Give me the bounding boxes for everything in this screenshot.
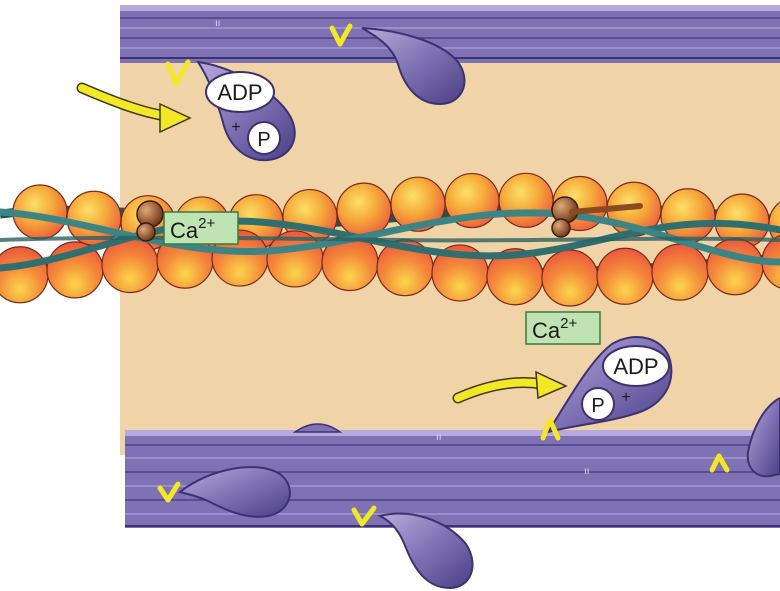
actin-bead-icon [597, 248, 653, 304]
calcium-label-left: Ca2+ [164, 212, 238, 244]
calcium-base-left: Ca [170, 218, 199, 243]
adp-label-bottom: ADP [613, 354, 658, 379]
adp-label-top: ADP [217, 80, 262, 105]
actin-bead-icon [499, 173, 553, 227]
p-label-top: P [257, 129, 270, 151]
calcium-label-right: Ca2+ [526, 312, 600, 344]
actin-bead-icon [542, 250, 598, 306]
actin-bead-icon [0, 247, 48, 303]
svg-text:ıı: ıı [436, 432, 442, 443]
calcium-charge-left: 2+ [198, 215, 215, 232]
actin-bead-icon [652, 244, 708, 300]
actin-bead-icon [707, 239, 763, 295]
plus-label-bottom: + [621, 389, 630, 406]
svg-text:ıı: ıı [584, 466, 590, 477]
p-label-bottom: P [591, 395, 604, 417]
plus-label-top: + [231, 119, 240, 136]
calcium-base-right: Ca [532, 318, 561, 343]
calcium-charge-right: 2+ [560, 315, 577, 332]
svg-text:ıı: ıı [215, 18, 221, 29]
actin-bead-icon [337, 183, 391, 237]
